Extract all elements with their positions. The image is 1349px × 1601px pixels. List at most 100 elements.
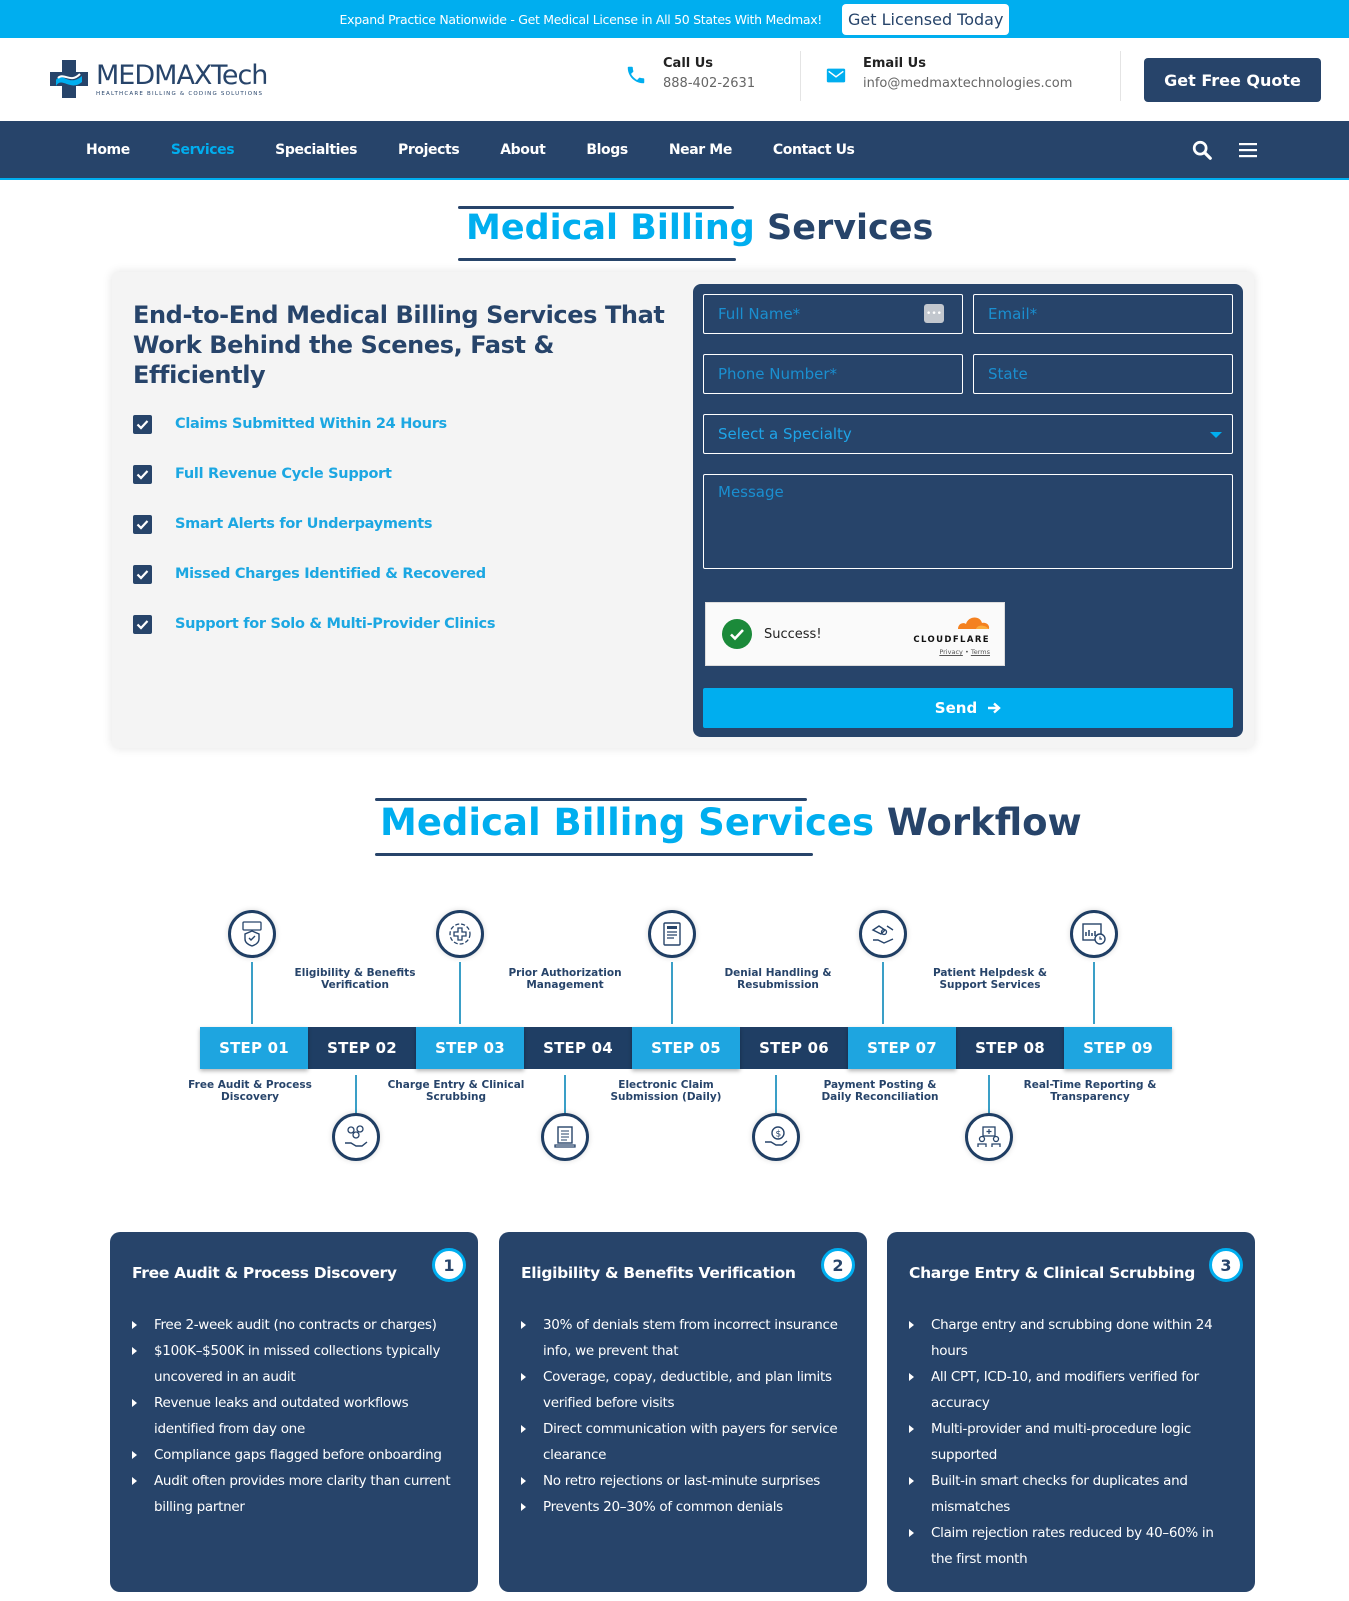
phone-input[interactable]: Phone Number* bbox=[703, 354, 963, 394]
checkbox-checked-icon bbox=[133, 564, 152, 584]
call-us-block[interactable]: Call Us 888-402-2631 bbox=[625, 56, 755, 91]
cloudflare-cloud-icon bbox=[958, 617, 990, 629]
step-01-desc: Free Audit & Process Discovery bbox=[188, 1079, 312, 1103]
mail-icon bbox=[826, 68, 846, 83]
divider bbox=[1120, 51, 1121, 101]
success-check-icon bbox=[722, 619, 752, 649]
nav-blogs[interactable]: Blogs bbox=[586, 141, 628, 158]
claim-document-icon bbox=[648, 910, 696, 958]
step-07-desc: Payment Posting & Daily Reconciliation bbox=[821, 1079, 939, 1103]
step-04-desc: Prior Authorization Management bbox=[508, 967, 622, 991]
nav-home[interactable]: Home bbox=[86, 141, 130, 158]
step-05-desc: Electronic Claim Submission (Daily) bbox=[610, 1079, 722, 1103]
step-08-desc: Patient Helpdesk & Support Services bbox=[932, 967, 1048, 991]
promo-text: Expand Practice Nationwide - Get Medical… bbox=[339, 11, 823, 27]
list-item: Multi-provider and multi-procedure logic… bbox=[909, 1416, 1233, 1468]
step-09: STEP 09 bbox=[1064, 1027, 1172, 1069]
terms-link[interactable]: Terms bbox=[970, 648, 990, 656]
checkbox-checked-icon bbox=[133, 514, 152, 534]
specialty-select[interactable]: Select a Specialty bbox=[703, 414, 1233, 454]
list-item: 30% of denials stem from incorrect insur… bbox=[521, 1312, 845, 1364]
step-02-desc: Eligibility & Benefits Verification bbox=[294, 967, 416, 991]
nav-projects[interactable]: Projects bbox=[398, 141, 460, 158]
step-card-1: Free Audit & Process Discovery 1 Free 2-… bbox=[110, 1232, 478, 1592]
step-07: STEP 07 bbox=[848, 1027, 956, 1069]
divider bbox=[800, 51, 801, 101]
email-us-block[interactable]: Email Us info@medmaxtechnologies.com bbox=[825, 56, 1072, 91]
step-01: STEP 01 bbox=[200, 1027, 308, 1069]
step-02: STEP 02 bbox=[308, 1027, 416, 1069]
connector bbox=[355, 1075, 357, 1115]
step-card-3: Charge Entry & Clinical Scrubbing 3 Char… bbox=[887, 1232, 1255, 1592]
main-nav: Home Services Specialties Projects About… bbox=[0, 121, 1349, 180]
step-bar: STEP 01 STEP 02 STEP 03 STEP 04 STEP 05 … bbox=[200, 1027, 1172, 1069]
search-icon[interactable] bbox=[1191, 139, 1213, 161]
hero-card: End-to-End Medical Billing Services That… bbox=[112, 272, 1254, 748]
title-underline-bottom bbox=[458, 258, 736, 261]
card-title: Eligibility & Benefits Verification bbox=[521, 1264, 796, 1282]
logo[interactable]: MEDMAXTech HEALTHCARE BILLING & CODING S… bbox=[48, 58, 268, 100]
workflow-title: Medical Billing Services Workflow bbox=[375, 798, 1082, 856]
step-number-badge: 1 bbox=[432, 1248, 466, 1282]
get-free-quote-button[interactable]: Get Free Quote bbox=[1144, 58, 1321, 102]
privacy-link[interactable]: Privacy bbox=[939, 648, 963, 656]
send-button[interactable]: Send bbox=[703, 688, 1233, 728]
nav-contact-us[interactable]: Contact Us bbox=[772, 141, 855, 158]
nav-services[interactable]: Services bbox=[170, 141, 235, 158]
feature-item: Missed Charges Identified & Recovered bbox=[133, 549, 495, 599]
nav-near-me[interactable]: Near Me bbox=[668, 141, 732, 158]
step-number-badge: 3 bbox=[1209, 1248, 1243, 1282]
cloudflare-logo-text: CLOUDFLARE bbox=[913, 635, 990, 645]
list-item: Coverage, copay, deductible, and plan li… bbox=[521, 1364, 845, 1416]
call-us-label: Call Us bbox=[663, 56, 714, 71]
connector bbox=[988, 1075, 990, 1115]
feature-item: Full Revenue Cycle Support bbox=[133, 449, 495, 499]
autofill-icon[interactable]: ••• bbox=[924, 304, 944, 323]
get-licensed-button[interactable]: Get Licensed Today bbox=[842, 3, 1010, 35]
contact-form: Full Name* ••• Email* Phone Number* Stat… bbox=[693, 284, 1243, 737]
chevron-down-icon bbox=[1210, 432, 1222, 438]
medical-cross-logo-icon bbox=[50, 60, 88, 98]
feature-item: Claims Submitted Within 24 Hours bbox=[133, 399, 495, 449]
title-underline-top bbox=[375, 798, 807, 801]
hero-heading: End-to-End Medical Billing Services That… bbox=[133, 301, 665, 389]
logo-accent: Tech bbox=[210, 59, 268, 91]
step-card-2: Eligibility & Benefits Verification 2 30… bbox=[499, 1232, 867, 1592]
handshake-payment-icon bbox=[859, 910, 907, 958]
list-item: No retro rejections or last-minute surpr… bbox=[521, 1468, 845, 1494]
checkbox-checked-icon bbox=[133, 614, 152, 634]
list-item: Direct communication with payers for ser… bbox=[521, 1416, 845, 1468]
nav-specialties[interactable]: Specialties bbox=[275, 141, 358, 158]
step-08: STEP 08 bbox=[956, 1027, 1064, 1069]
patient-support-icon bbox=[965, 1113, 1013, 1161]
title-underline-bottom bbox=[375, 853, 813, 856]
connector bbox=[671, 962, 673, 1024]
hand-dollar-icon: $ bbox=[752, 1113, 800, 1161]
email-us-label: Email Us bbox=[863, 56, 926, 71]
step-03: STEP 03 bbox=[416, 1027, 524, 1069]
full-name-input[interactable]: Full Name* ••• bbox=[703, 294, 963, 334]
message-textarea[interactable]: Message bbox=[703, 474, 1233, 569]
step-04: STEP 04 bbox=[524, 1027, 632, 1069]
step-number-badge: 2 bbox=[821, 1248, 855, 1282]
svg-text:$: $ bbox=[776, 1130, 782, 1140]
cloudflare-captcha[interactable]: Success! CLOUDFLARE Privacy • Terms bbox=[705, 602, 1005, 666]
hamburger-menu-icon[interactable] bbox=[1239, 142, 1259, 158]
state-input[interactable]: State bbox=[973, 354, 1233, 394]
step-03-desc: Charge Entry & Clinical Scrubbing bbox=[387, 1079, 525, 1103]
captcha-status: Success! bbox=[764, 626, 822, 642]
list-item: Prevents 20–30% of common denials bbox=[521, 1494, 845, 1520]
list-item: Claim rejection rates reduced by 40–60% … bbox=[909, 1520, 1233, 1572]
nav-about[interactable]: About bbox=[500, 141, 546, 158]
connector bbox=[882, 962, 884, 1024]
logo-tagline: HEALTHCARE BILLING & CODING SOLUTIONS bbox=[96, 90, 264, 97]
connector bbox=[1093, 962, 1095, 1024]
card-title: Free Audit & Process Discovery bbox=[132, 1264, 397, 1282]
card-list: Free 2-week audit (no contracts or charg… bbox=[132, 1312, 456, 1520]
email-address[interactable]: info@medmaxtechnologies.com bbox=[863, 76, 1073, 91]
step-05: STEP 05 bbox=[632, 1027, 740, 1069]
promo-banner: Expand Practice Nationwide - Get Medical… bbox=[0, 0, 1349, 38]
email-input[interactable]: Email* bbox=[973, 294, 1233, 334]
phone-number[interactable]: 888-402-2631 bbox=[663, 76, 756, 91]
list-item: Audit often provides more clarity than c… bbox=[132, 1468, 456, 1520]
